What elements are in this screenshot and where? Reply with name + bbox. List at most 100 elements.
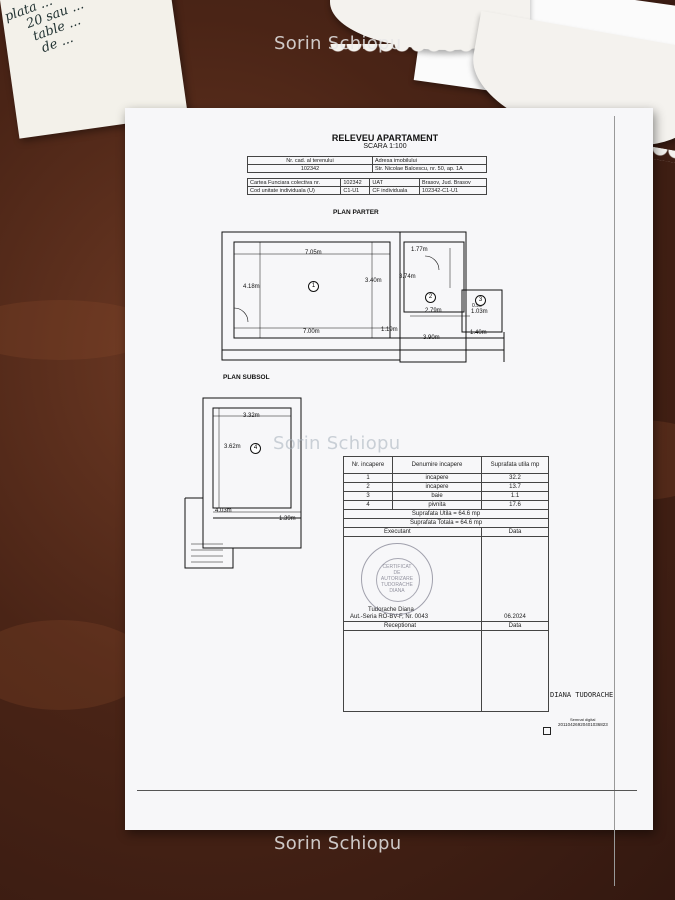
- header-cell: UAT: [369, 178, 420, 187]
- areas-cell: 13.7: [481, 482, 549, 492]
- watermark-middle: Sorin Schiopu: [273, 433, 401, 454]
- signature-name: DIANA TUDORACHE: [550, 691, 614, 699]
- dim-label: 3.74m: [399, 274, 416, 280]
- dim-label: 1.19m: [381, 327, 398, 333]
- dim-label: 1.40m: [470, 330, 487, 336]
- dim-label: 1.39m: [279, 516, 296, 522]
- header-row: Cod unitate individuala (U) C1-U1 CF ind…: [246, 186, 487, 195]
- room-number: 3: [475, 295, 486, 306]
- areas-header-row: Nr. incapere Denumire incapere Suprafata…: [343, 456, 549, 474]
- dim-label: 4.18m: [243, 284, 260, 290]
- dim-label: 1.77m: [411, 247, 428, 253]
- areas-cell: incapere: [392, 473, 482, 483]
- areas-header-cell: Denumire incapere: [392, 456, 482, 474]
- scale-text: SCARA 1:100: [363, 143, 407, 150]
- dim-label: 3.62m: [224, 444, 241, 450]
- areas-cell: 32.2: [481, 473, 549, 483]
- areas-cell: 3: [343, 491, 393, 501]
- room-number: 4: [250, 443, 261, 454]
- dim-label: 0.98: [472, 303, 482, 309]
- suprafata-utila: Suprafata Utila = 64.6 mp: [343, 509, 549, 519]
- receptionat-header-row: Receptionat Data: [343, 621, 549, 631]
- authorization-stamp: CERTIFICAT DE AUTORIZARE TUDORACHE DIANA: [361, 543, 433, 615]
- header-cell: Brasov, Jud. Brasov: [419, 178, 487, 187]
- plan-subsol-label: PLAN SUBSOL: [223, 374, 270, 381]
- header-table-top: Nr. cad. al terenului Adresa imobilului …: [247, 156, 487, 173]
- areas-row: 3 baie 1.1: [343, 491, 549, 501]
- receptionat-label: Receptionat: [343, 621, 482, 631]
- areas-cell: 2: [343, 482, 393, 492]
- room-number: 2: [425, 292, 436, 303]
- areas-cell: pivnita: [392, 500, 482, 510]
- digital-signature: DIANA TUDORACHE Semnat digital 201104269…: [550, 691, 613, 727]
- dim-label: 3.40m: [365, 278, 382, 284]
- header-cell: Adresa imobilului: [372, 156, 487, 165]
- header-table-bottom: Cartea Funciara colectiva nr. 102342 UAT…: [246, 178, 487, 195]
- areas-total-row: Suprafata Utila = 64.6 mp: [343, 509, 549, 519]
- header-cell: C1-U1: [340, 186, 371, 195]
- dim-label: 7.05m: [305, 250, 322, 256]
- watermark-bottom: Sorin Schiopu: [274, 833, 402, 854]
- page-bottom-rule: [137, 790, 637, 791]
- watermark-top: Sorin Schiopu: [274, 33, 402, 54]
- dim-label: 2.79m: [425, 308, 442, 314]
- executant-date-cell: [481, 536, 549, 613]
- title-text: RELEVEU APARTAMENT: [331, 133, 439, 143]
- header-cell: Nr. cad. al terenului: [247, 156, 373, 165]
- dim-label: 1.03m: [471, 309, 488, 315]
- receptionat-body-row: [343, 630, 549, 712]
- dim-label: 3.32m: [243, 413, 260, 419]
- header-row: 102342 Str. Nicolae Balcescu, nr. 50, ap…: [247, 164, 487, 173]
- executant-header-row: Executant Data: [343, 527, 549, 537]
- page-edge-line: [614, 116, 615, 886]
- areas-cell: 1.1: [481, 491, 549, 501]
- header-cell: 102342-C1-U1: [419, 186, 487, 195]
- data-label: Data: [481, 527, 549, 537]
- header-cell: Str. Nicolae Balcescu, nr. 50, ap. 1A: [372, 164, 487, 173]
- outer-wall: [202, 397, 302, 549]
- areas-row: 2 incapere 13.7: [343, 482, 549, 492]
- signature-note: Semnat digital: [570, 717, 596, 722]
- room-2-outer-wall: [399, 231, 467, 363]
- stamp-inner-ring: [376, 558, 420, 602]
- header-cell: Cod unitate individuala (U): [246, 186, 342, 195]
- door-swing: [233, 307, 249, 323]
- areas-cell: 4: [343, 500, 393, 510]
- areas-header-cell: Nr. incapere: [343, 456, 393, 474]
- header-cell: 102342: [247, 164, 373, 173]
- receptionat-date-cell: [481, 630, 549, 712]
- header-cell: 102342: [340, 178, 371, 187]
- room-4-wall: [212, 407, 292, 509]
- document-title: RELEVEU APARTAMENT SCARA 1:100: [275, 133, 495, 150]
- executant-date: 06.2024: [481, 613, 549, 622]
- executant-auth-row: Aut.-Seria RO-BV-F, Nr. 0043 06.2024: [343, 613, 549, 622]
- areas-cell: incapere: [392, 482, 482, 492]
- data-label: Data: [481, 621, 549, 631]
- areas-cell: baie: [392, 491, 482, 501]
- room-number: 1: [308, 281, 319, 292]
- plan-parter-label: PLAN PARTER: [333, 209, 379, 216]
- header-row: Cartea Funciara colectiva nr. 102342 UAT…: [246, 178, 487, 187]
- header-row: Nr. cad. al terenului Adresa imobilului: [247, 156, 487, 165]
- areas-header-cell: Suprafata utila mp: [481, 456, 549, 474]
- handwritten-note-text: plata ... 20 sau ... table ... de ...: [3, 0, 126, 64]
- door-swing: [424, 255, 440, 271]
- areas-cell: 1: [343, 473, 393, 483]
- dim-label: 7.00m: [303, 329, 320, 335]
- floor-plan-subsol: [184, 397, 302, 569]
- dim-label: 4.03m: [215, 508, 232, 514]
- dim-label: 3.90m: [423, 335, 440, 341]
- signature-code: 20110426920401036823: [558, 722, 608, 727]
- executant-label: Executant: [343, 527, 482, 537]
- areas-total-row: Suprafata Totala = 64.6 mp: [343, 518, 549, 528]
- room-2-wall: [403, 241, 465, 313]
- areas-row: 1 incapere 32.2: [343, 473, 549, 483]
- stair-wall: [184, 497, 234, 569]
- suprafata-totala: Suprafata Totala = 64.6 mp: [343, 518, 549, 528]
- executant-auth: Aut.-Seria RO-BV-F, Nr. 0043: [343, 613, 482, 622]
- receptionat-body: [343, 630, 482, 712]
- document-page: RELEVEU APARTAMENT SCARA 1:100 Nr. cad. …: [125, 108, 653, 886]
- areas-row: 4 pivnita 17.6: [343, 500, 549, 510]
- header-cell: CF individuala: [369, 186, 420, 195]
- areas-cell: 17.6: [481, 500, 549, 510]
